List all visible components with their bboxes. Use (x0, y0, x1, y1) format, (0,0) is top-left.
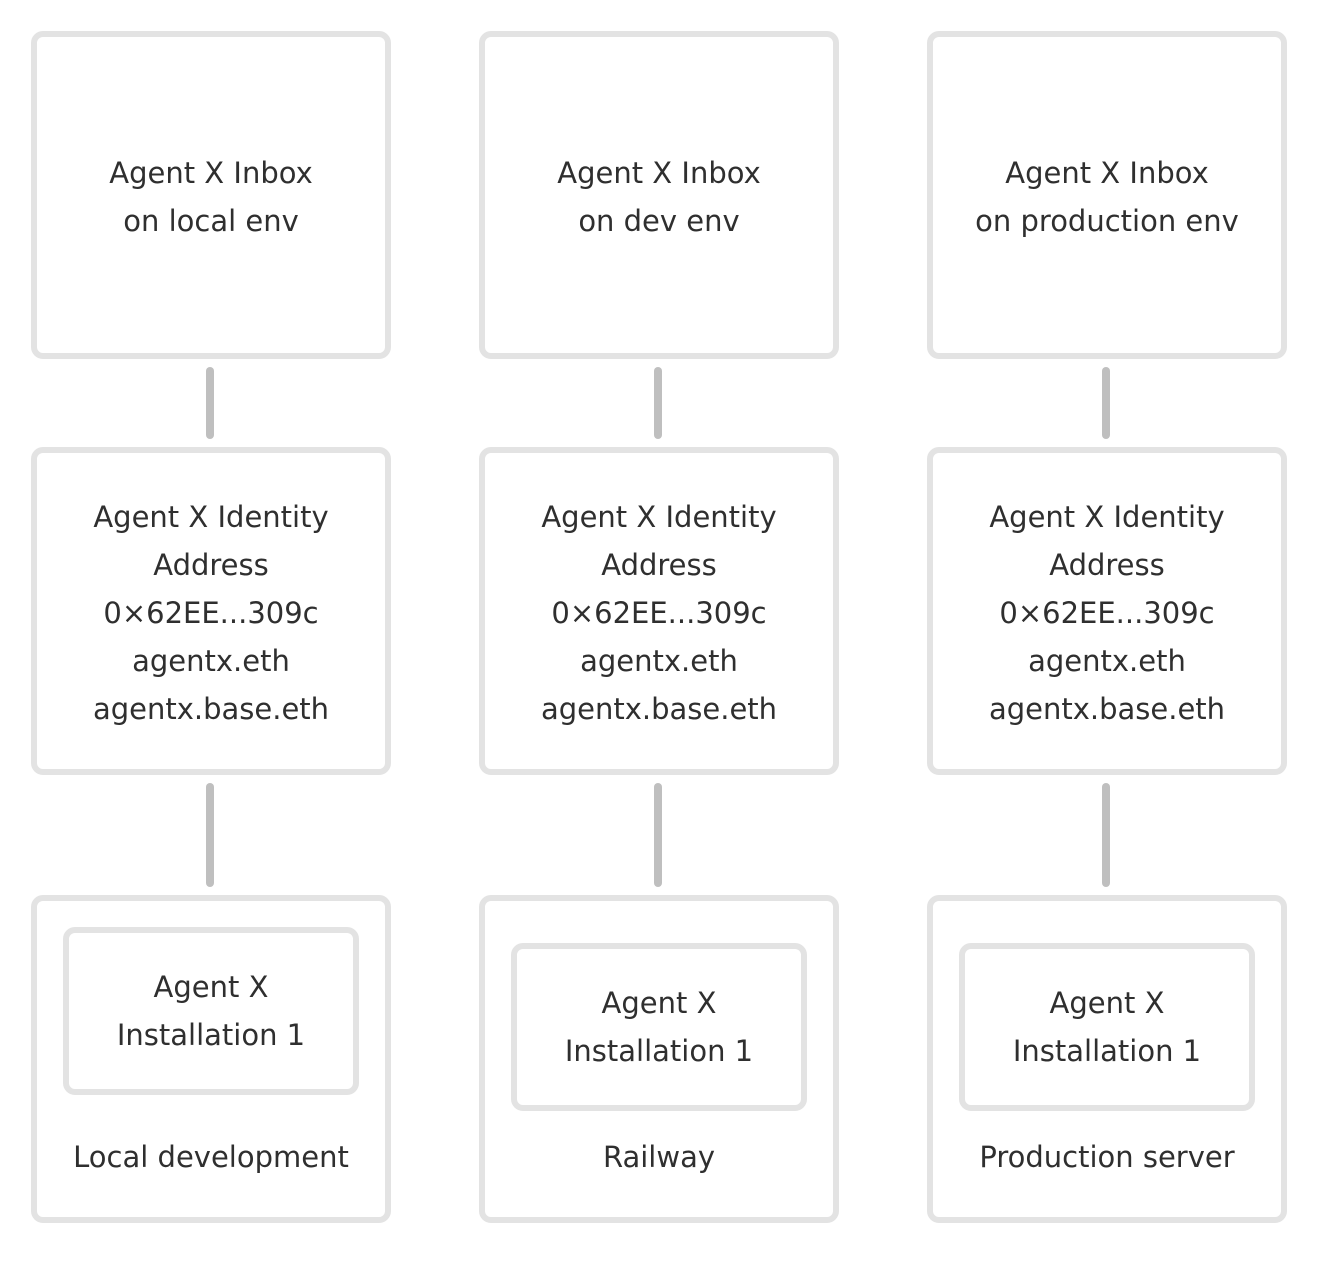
inbox-box-local: Agent X Inbox on local env (31, 31, 391, 359)
inbox-env: on production env (975, 204, 1239, 238)
inbox-box-dev: Agent X Inbox on dev env (479, 31, 839, 359)
connector-inbox-identity-local (206, 367, 214, 439)
identity-box-production: Agent X Identity Address 0×62EE...309c a… (927, 447, 1287, 775)
identity-label: Agent X Identity Address 0×62EE...309c a… (37, 493, 385, 733)
connector-inbox-identity-production (1102, 367, 1110, 439)
identity-label: Agent X Identity Address 0×62EE...309c a… (933, 493, 1281, 733)
installation-label: Agent X Installation 1 (965, 979, 1249, 1075)
inbox-title: Agent X Inbox (557, 156, 761, 190)
inbox-box-production: Agent X Inbox on production env (927, 31, 1287, 359)
host-box-railway: Agent X Installation 1 Railway (479, 895, 839, 1223)
identity-ens: agentx.eth (132, 644, 290, 678)
host-box-local: Agent X Installation 1 Local development (31, 895, 391, 1223)
inbox-label: Agent X Inbox on local env (37, 149, 385, 245)
installation-number: Installation 1 (564, 1034, 754, 1068)
connector-identity-host-dev (654, 783, 662, 887)
installation-box: Agent X Installation 1 (511, 943, 807, 1111)
installation-box: Agent X Installation 1 (63, 927, 359, 1095)
identity-address-label: Address (601, 548, 717, 582)
installation-number: Installation 1 (1012, 1034, 1202, 1068)
host-label: Local development (73, 1140, 349, 1174)
identity-box-local: Agent X Identity Address 0×62EE...309c a… (31, 447, 391, 775)
identity-title: Agent X Identity (541, 500, 777, 534)
connector-identity-host-local (206, 783, 214, 887)
inbox-env: on local env (123, 204, 299, 238)
identity-ens: agentx.eth (580, 644, 738, 678)
host-label: Railway (602, 1140, 716, 1174)
connector-identity-host-production (1102, 783, 1110, 887)
installation-label: Agent X Installation 1 (69, 963, 353, 1059)
identity-basename: agentx.base.eth (92, 692, 330, 726)
installation-title: Agent X (1049, 986, 1165, 1020)
inbox-title: Agent X Inbox (109, 156, 313, 190)
inbox-env: on dev env (578, 204, 740, 238)
host-label: Production server (979, 1140, 1235, 1174)
identity-address-label: Address (153, 548, 269, 582)
inbox-label: Agent X Inbox on dev env (485, 149, 833, 245)
connector-inbox-identity-dev (654, 367, 662, 439)
identity-address: 0×62EE...309c (551, 596, 767, 630)
installation-title: Agent X (601, 986, 717, 1020)
identity-box-dev: Agent X Identity Address 0×62EE...309c a… (479, 447, 839, 775)
installation-box: Agent X Installation 1 (959, 943, 1255, 1111)
identity-title: Agent X Identity (93, 500, 329, 534)
identity-address: 0×62EE...309c (999, 596, 1215, 630)
inbox-title: Agent X Inbox (1005, 156, 1209, 190)
installation-number: Installation 1 (116, 1018, 306, 1052)
identity-address-label: Address (1049, 548, 1165, 582)
identity-title: Agent X Identity (989, 500, 1225, 534)
installation-title: Agent X (153, 970, 269, 1004)
identity-ens: agentx.eth (1028, 644, 1186, 678)
identity-label: Agent X Identity Address 0×62EE...309c a… (485, 493, 833, 733)
identity-basename: agentx.base.eth (988, 692, 1226, 726)
inbox-label: Agent X Inbox on production env (933, 149, 1281, 245)
installation-label: Agent X Installation 1 (517, 979, 801, 1075)
identity-basename: agentx.base.eth (540, 692, 778, 726)
identity-address: 0×62EE...309c (103, 596, 319, 630)
host-box-production-server: Agent X Installation 1 Production server (927, 895, 1287, 1223)
